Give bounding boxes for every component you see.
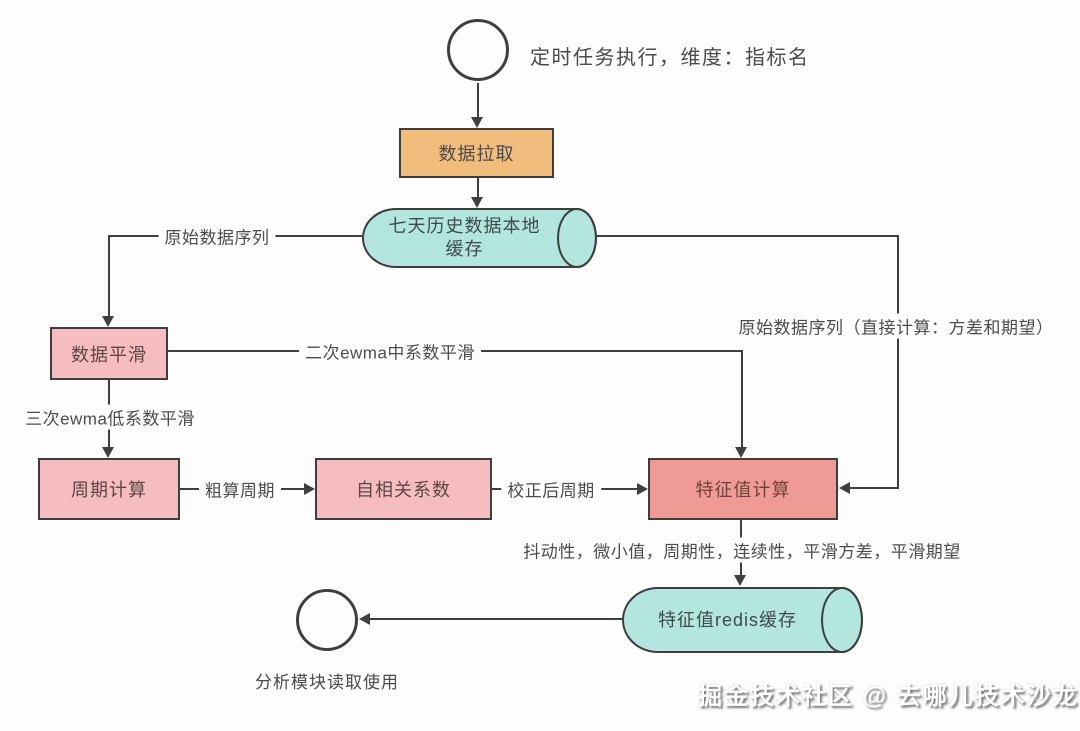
node-redis-cache-label: 特征值redis缓存 — [657, 609, 797, 630]
node-autocorrelation: 自相关系数 — [315, 458, 492, 520]
edge-cache-to-feature-hline2 — [850, 487, 899, 489]
arrowhead-cache-to-smooth — [102, 316, 114, 327]
edge-pull-to-cache-line — [477, 178, 479, 198]
arrowhead-smooth-to-feature — [735, 447, 747, 458]
arrowhead-smooth-to-period — [102, 447, 114, 458]
node-data-pull: 数据拉取 — [399, 128, 554, 178]
arrowhead-start-to-pull — [471, 117, 483, 128]
edge-label-raw-series-direct: 原始数据序列（直接计算：方差和期望） — [732, 313, 1060, 339]
edge-label-corrected-period: 校正后周期 — [501, 476, 601, 502]
end-node-circle — [296, 589, 358, 651]
end-node-note: 分析模块读取使用 — [255, 673, 399, 692]
start-node-note: 定时任务执行，维度：指标名 — [530, 47, 810, 69]
edge-redis-to-end-line — [370, 618, 622, 620]
node-local-cache-line1: 七天历史数据本地 — [388, 216, 541, 236]
edge-label-ewma-low: 三次ewma低系数平滑 — [19, 404, 201, 430]
arrowhead-pull-to-cache — [471, 197, 483, 208]
edge-cache-to-feature-hline — [597, 235, 899, 237]
edge-cache-to-smooth-vline — [108, 235, 110, 317]
edge-start-to-pull-line — [477, 83, 479, 118]
edge-smooth-to-feature-vline — [741, 350, 743, 448]
node-period-calc: 周期计算 — [38, 458, 180, 520]
arrowhead-autocorr-to-feature — [637, 483, 648, 495]
node-local-cache: 七天历史数据本地 缓存 — [362, 208, 597, 268]
arrowhead-period-to-autocorr — [304, 483, 315, 495]
arrowhead-cache-to-feature — [839, 482, 850, 494]
edge-label-ewma-mid: 二次ewma中系数平滑 — [299, 338, 481, 364]
edge-cache-to-feature-vline — [897, 235, 899, 488]
watermark-text: 掘金技术社区 @ 去哪儿技术沙龙 — [698, 683, 1079, 710]
arrowhead-feature-to-redis — [734, 575, 746, 586]
edge-label-raw-series: 原始数据序列 — [158, 223, 276, 249]
arrowhead-redis-to-end — [359, 613, 370, 625]
node-data-smoothing: 数据平滑 — [50, 327, 168, 380]
node-feature-calc: 特征值计算 — [648, 458, 838, 520]
edge-label-feature-list: 抖动性，微小值，周期性，连续性，平滑方差，平滑期望 — [517, 537, 967, 563]
node-local-cache-line2: 缓存 — [445, 239, 484, 259]
node-redis-cache: 特征值redis缓存 — [622, 587, 863, 653]
start-node-circle — [447, 19, 509, 81]
edge-label-rough-period: 粗算周期 — [199, 476, 281, 502]
